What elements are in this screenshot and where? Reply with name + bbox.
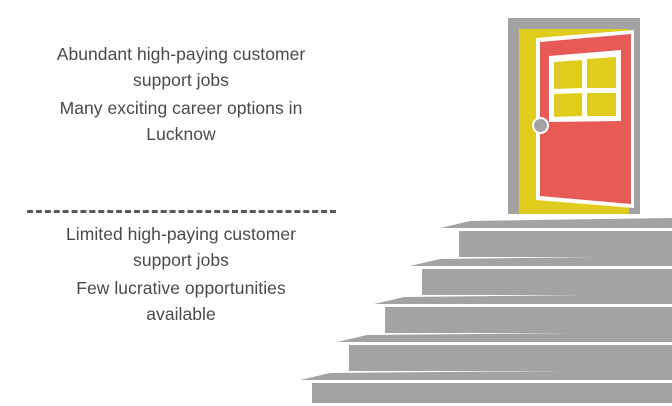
door-illustration — [505, 16, 645, 216]
staircase-illustration — [300, 218, 672, 403]
door-window-pane-bottom-left — [554, 93, 582, 117]
stair-tread-4 — [337, 332, 672, 342]
dashed-divider — [27, 210, 336, 213]
bottom-drawback-line-1: Limited high-paying customer support job… — [66, 224, 296, 270]
top-benefit-line-1: Abundant high-paying customer support jo… — [56, 44, 306, 90]
stair-tread-3 — [374, 294, 672, 304]
stair-tread-2 — [410, 256, 672, 266]
stair-tread-5 — [300, 370, 672, 380]
stair-riser-4 — [349, 345, 672, 371]
door-window-pane-top-right — [587, 57, 616, 88]
top-benefit-line-2: Many exciting career options in Lucknow — [59, 98, 303, 144]
stair-riser-2 — [422, 269, 672, 295]
door-window-pane-bottom-right — [587, 93, 616, 116]
door-window-pane-top-left — [554, 60, 582, 89]
door-knob-icon — [532, 117, 549, 134]
stair-riser-1 — [459, 231, 672, 257]
door-panel-graphic — [536, 30, 634, 208]
stair-tread-1 — [440, 218, 672, 228]
comparison-text-column: Abundant high-paying customer support jo… — [27, 44, 336, 324]
stair-riser-5 — [312, 383, 672, 403]
bottom-drawback-line-2: Few lucrative opportunities available — [76, 278, 286, 324]
stair-riser-3 — [385, 307, 672, 333]
